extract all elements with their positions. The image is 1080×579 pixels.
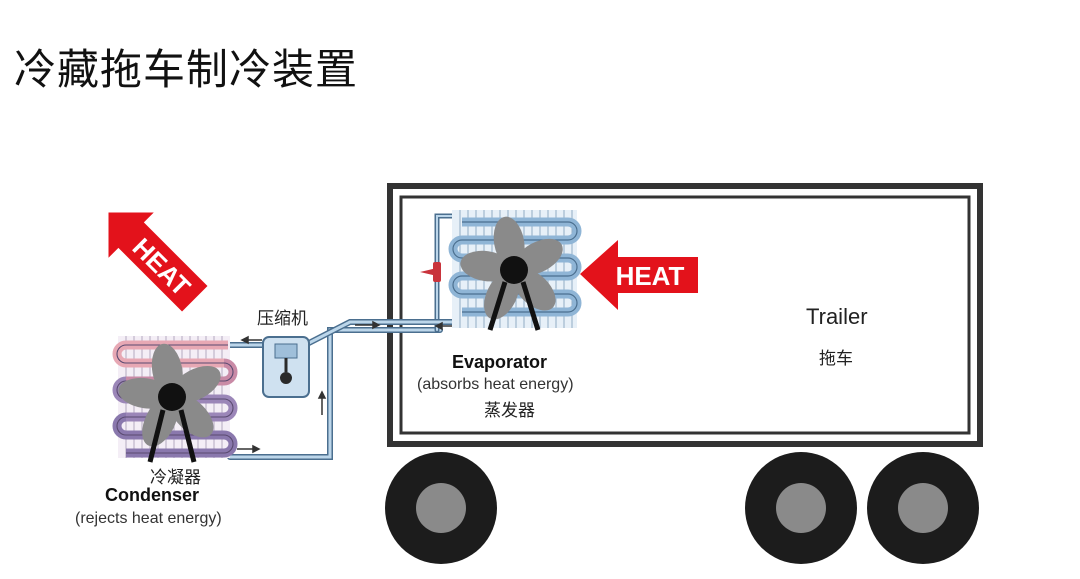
condenser-label-cn: 冷凝器 (150, 468, 201, 488)
evaporator-label-cn: 蒸发器 (484, 401, 535, 421)
condenser-label: Condenser (105, 485, 200, 505)
wheel-rear-1 (745, 452, 857, 564)
trailer-label: Trailer (806, 304, 868, 329)
evaporator-label: Evaporator (452, 352, 548, 372)
wheel-front (385, 452, 497, 564)
evaporator-desc: (absorbs heat energy) (417, 376, 574, 393)
heat-label-evaporator: HEAT (616, 261, 685, 291)
heat-arrow-condenser: HEAT (108, 212, 208, 312)
evaporator-fan (460, 216, 563, 331)
condenser-fan (118, 343, 221, 463)
page-title: 冷藏拖车制冷装置 (14, 45, 359, 94)
compressor-label-cn: 压缩机 (257, 309, 308, 329)
heat-arrow-evaporator: HEAT (580, 240, 698, 310)
wheel-rear-2 (867, 452, 979, 564)
condenser-desc: (rejects heat energy) (75, 510, 222, 527)
trailer-label-cn: 拖车 (819, 349, 853, 369)
expansion-valve (420, 262, 441, 282)
compressor (262, 336, 310, 398)
